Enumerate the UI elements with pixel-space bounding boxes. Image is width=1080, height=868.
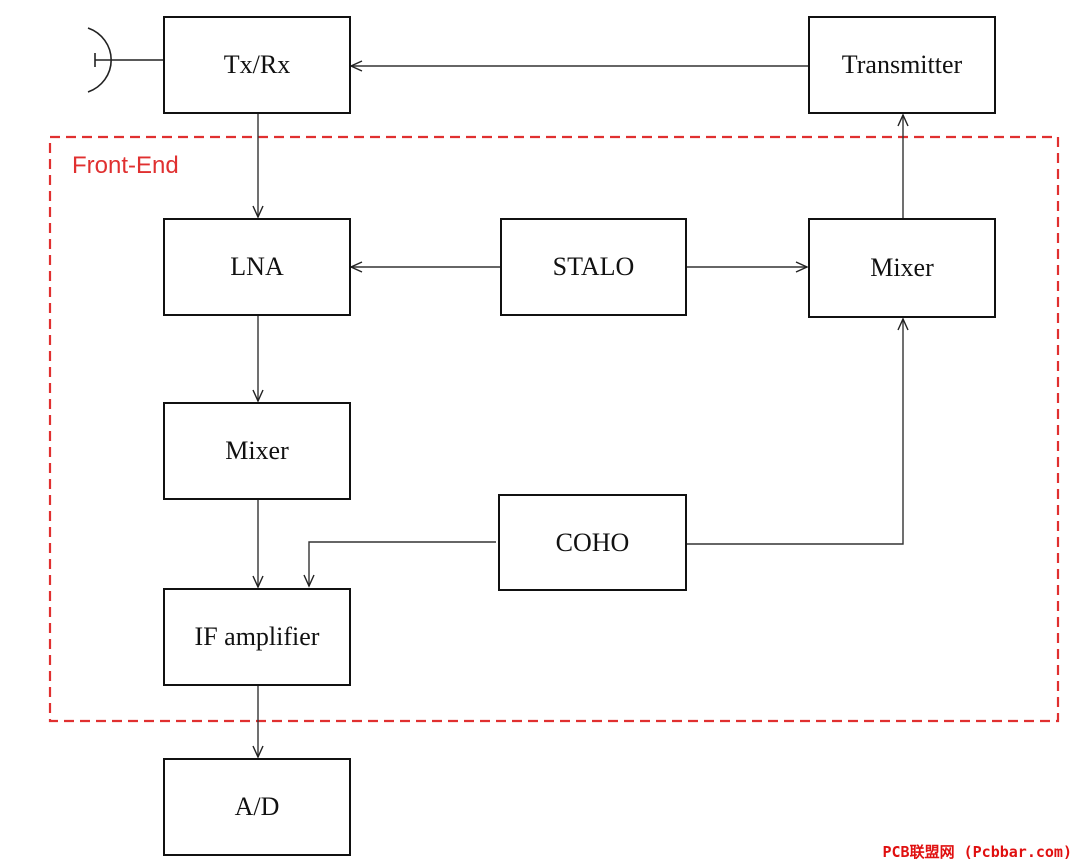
wire-coho-to-mixer-tx (687, 317, 909, 545)
frontend-label: Front-End (72, 152, 179, 179)
mixer-tx-block: Mixer (808, 218, 996, 318)
adc-block: A/D (163, 758, 351, 856)
antenna-icon (87, 27, 163, 93)
lna-block: LNA (163, 218, 351, 316)
wire-coho-to-if-amplifier (303, 541, 496, 588)
txrx-block: Tx/Rx (163, 16, 351, 114)
watermark: PCB联盟网 (Pcbbar.com) (882, 843, 1073, 861)
mixer-rx-block: Mixer (163, 402, 351, 500)
frontend-boundary (48, 135, 1060, 723)
coho-block: COHO (498, 494, 687, 591)
transmitter-block: Transmitter (808, 16, 996, 114)
if-amplifier-block: IF amplifier (163, 588, 351, 686)
stalo-block: STALO (500, 218, 687, 316)
